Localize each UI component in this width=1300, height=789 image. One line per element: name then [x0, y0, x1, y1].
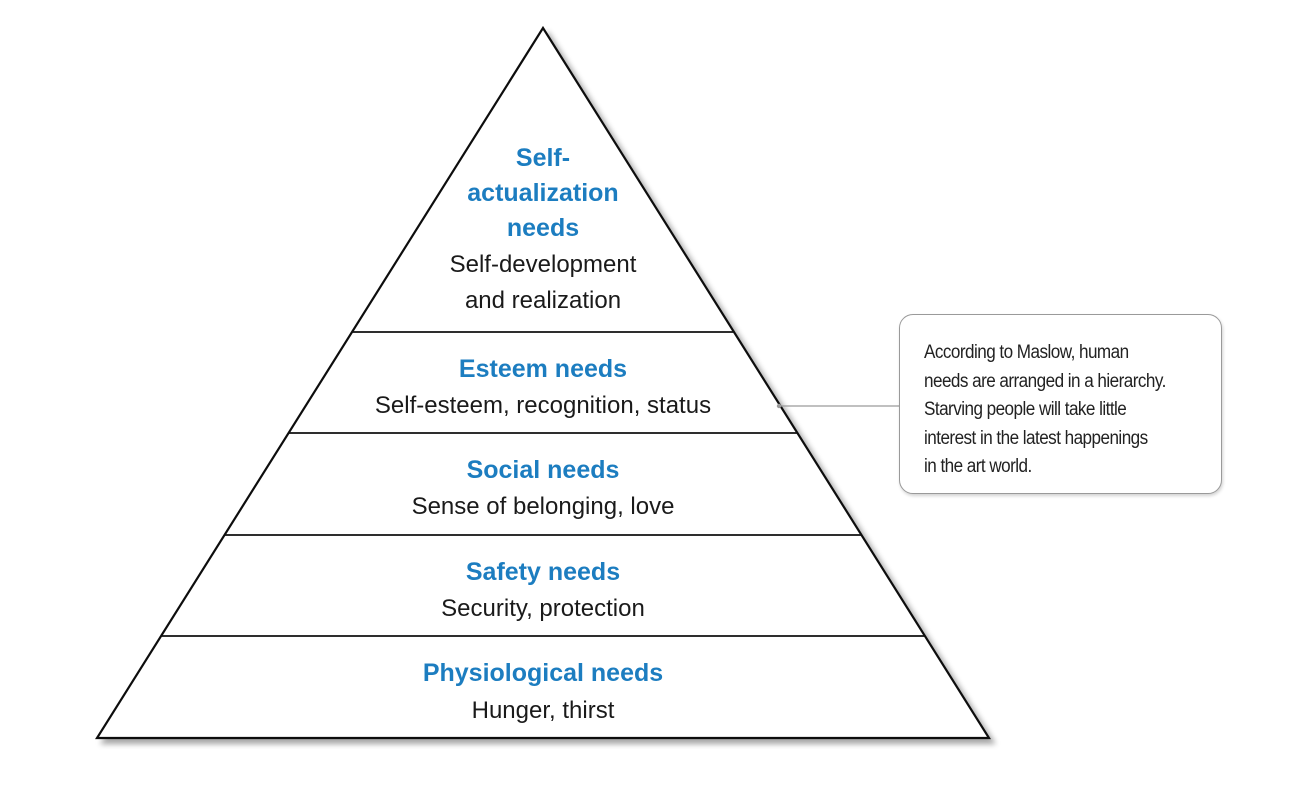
- level-title: Physiological needs: [423, 659, 663, 687]
- level-title: needs: [507, 214, 579, 242]
- connector-dot: [776, 403, 782, 409]
- level-title: Self-: [516, 144, 570, 172]
- level-description: Security, protection: [441, 595, 645, 622]
- level-description: Self-esteem, recognition, status: [375, 392, 711, 419]
- callout-box: According to Maslow, human needs are arr…: [899, 314, 1222, 494]
- pyramid-outline: [95, 25, 991, 740]
- level-title: Safety needs: [466, 558, 620, 586]
- level-esteem: Esteem needs Self-esteem, recognition, s…: [375, 355, 711, 419]
- level-description: and realization: [465, 287, 621, 314]
- level-description: Self-development: [450, 251, 637, 278]
- callout-text: According to Maslow, human needs are arr…: [924, 339, 1212, 482]
- callout-line: needs are arranged in a hierarchy.: [924, 370, 1166, 392]
- level-safety: Safety needs Security, protection: [441, 558, 645, 622]
- level-physiological: Physiological needs Hunger, thirst: [423, 659, 663, 724]
- level-self-actualization: Self- actualization needs Self-developme…: [450, 144, 637, 314]
- callout-line: interest in the latest happenings: [924, 427, 1148, 449]
- level-title: actualization: [467, 179, 618, 207]
- level-description: Hunger, thirst: [472, 697, 615, 724]
- level-title: Esteem needs: [459, 355, 627, 383]
- callout-line: in the art world.: [924, 456, 1032, 477]
- level-title: Social needs: [467, 456, 620, 484]
- level-description: Sense of belonging, love: [412, 493, 675, 520]
- callout-line: According to Maslow, human: [924, 342, 1129, 363]
- callout-line: Starving people will take little: [924, 399, 1127, 420]
- level-social: Social needs Sense of belonging, love: [412, 456, 675, 520]
